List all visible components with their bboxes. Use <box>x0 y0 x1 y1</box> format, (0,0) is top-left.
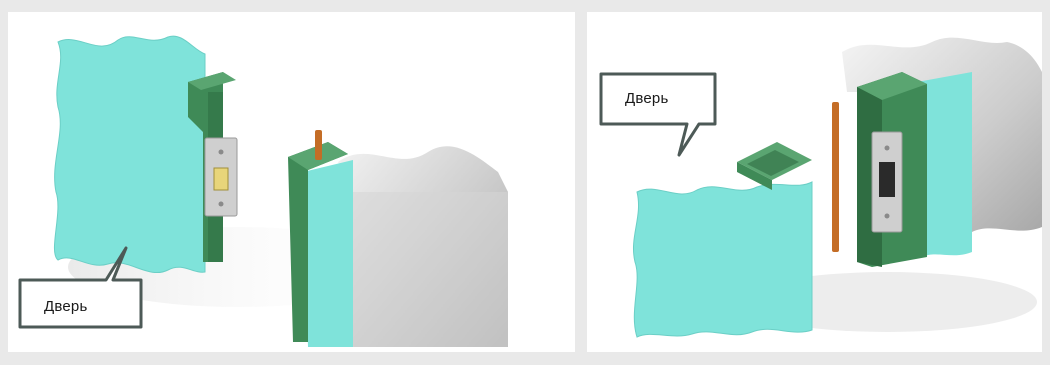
screw-top <box>219 150 224 155</box>
left-door-frame-illustration <box>8 12 575 352</box>
right-door-frame-illustration <box>587 12 1042 352</box>
wall-face <box>353 192 508 347</box>
screw-bottom <box>219 202 224 207</box>
door-leaf <box>633 182 812 337</box>
door-leaf <box>54 36 205 272</box>
left-illustration-panel: Дверь <box>8 12 575 352</box>
seal-strip <box>832 102 839 252</box>
wall-trim <box>303 160 353 347</box>
callout-label-door: Дверь <box>44 298 87 315</box>
screw-bottom <box>885 214 890 219</box>
strike-opening <box>879 162 895 197</box>
latch-bolt <box>214 168 228 190</box>
seal-strip <box>315 130 322 160</box>
callout-label-door: Дверь <box>625 90 668 107</box>
right-illustration-panel: Дверь <box>587 12 1042 352</box>
callout-bubble <box>601 74 715 155</box>
screw-top <box>885 146 890 151</box>
